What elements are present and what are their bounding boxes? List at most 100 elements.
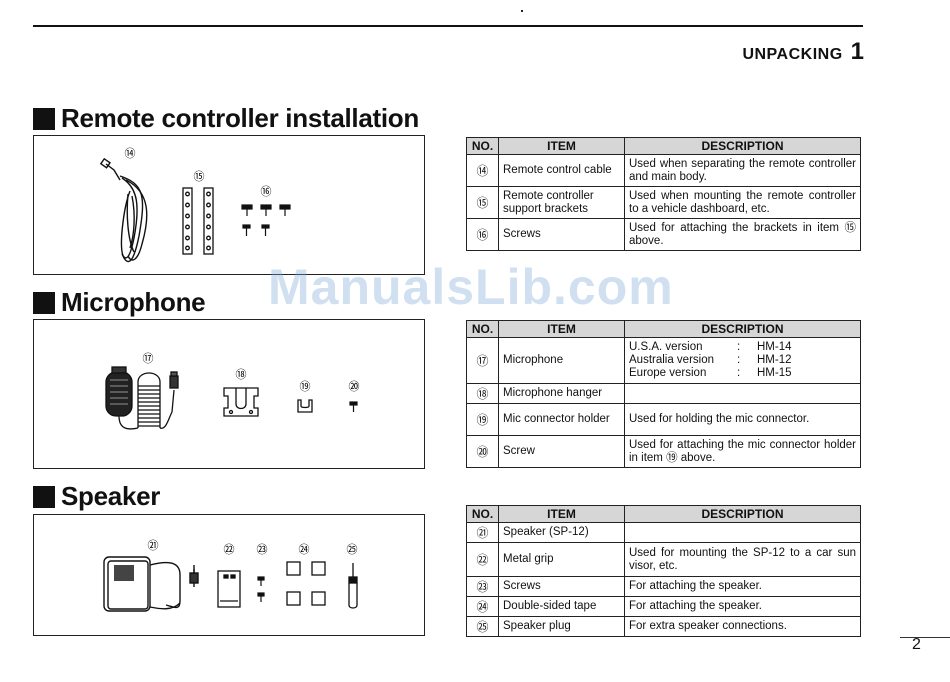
callout-14: ⑭	[125, 147, 136, 160]
table-row: ⑰ Microphone U.S.A. version : HM-14 Aust…	[466, 337, 861, 384]
table-row: ⑲ Mic connector holder Used for holding …	[466, 403, 861, 436]
version-model: HM-12	[757, 354, 792, 366]
version-label: Australia version	[629, 354, 715, 366]
row-number: ⑱	[466, 383, 499, 404]
callout-20: ⑳	[349, 380, 360, 393]
table-row: ㉓ Screws For attaching the speaker.	[466, 576, 861, 597]
row-description	[624, 383, 861, 404]
row-description: For attaching the speaker.	[624, 576, 861, 597]
row-number: ㉑	[466, 522, 499, 543]
remote-accessories-drawing: ⑭ ⑮ ⑯	[99, 147, 291, 263]
version-separator: :	[737, 367, 741, 379]
row-description: Used for holding the mic connector.	[624, 403, 861, 436]
speaker-plug-drawing	[348, 563, 358, 609]
section-bullet	[33, 485, 55, 508]
row-description: Used for attaching the brackets in item …	[624, 218, 861, 251]
table-header-row: NO. ITEM DESCRIPTION	[466, 137, 861, 155]
page-number: 2	[912, 636, 921, 653]
row-description	[624, 522, 861, 543]
table-row: ⑮ Remote controller support brackets Use…	[466, 186, 861, 219]
callout-19: ⑲	[300, 380, 311, 393]
chapter-title: UNPACKING	[742, 46, 843, 63]
section-title-speaker: Speaker	[33, 481, 160, 512]
microphone-drawing	[105, 366, 179, 430]
table-header-row: NO. ITEM DESCRIPTION	[466, 320, 861, 338]
table-remote: NO. ITEM DESCRIPTION ⑭ Remote control ca…	[466, 137, 861, 251]
speaker-drawing	[103, 556, 199, 612]
chapter-number: 1	[850, 38, 864, 65]
row-number: ⑰	[466, 337, 499, 384]
table-row: ㉔ Double-sided tape For attaching the sp…	[466, 596, 861, 617]
row-description: For extra speaker connections.	[624, 616, 861, 637]
row-description: Used for attaching the mic connector hol…	[624, 435, 861, 468]
table-row: ㉕ Speaker plug For extra speaker connect…	[466, 616, 861, 637]
section-title-text: Remote controller installation	[61, 103, 419, 133]
header-no: NO.	[466, 320, 499, 338]
row-description: Used when separating the remote controll…	[624, 154, 861, 187]
chapter-header: UNPACKING 1	[742, 38, 864, 66]
row-item: Remote control cable	[498, 154, 625, 187]
row-number: ⑭	[466, 154, 499, 187]
double-sided-tape-drawing	[286, 561, 326, 606]
version-model: HM-14	[757, 341, 792, 353]
header-item: ITEM	[498, 320, 625, 338]
row-item: Microphone	[498, 337, 625, 384]
section-title-text: Speaker	[61, 481, 161, 511]
row-number: ㉔	[466, 596, 499, 617]
version-model: HM-15	[757, 367, 792, 379]
row-item: Microphone hanger	[498, 383, 625, 404]
header-description: DESCRIPTION	[624, 505, 861, 523]
speaker-accessories-drawing: ㉑ ㉒ ㉓ ㉔ ㉕	[103, 539, 358, 612]
callout-25: ㉕	[347, 543, 358, 556]
row-item: Speaker plug	[498, 616, 625, 637]
header-description: DESCRIPTION	[624, 137, 861, 155]
row-item: Remote controller support brackets	[498, 186, 625, 219]
section-title-remote: Remote controller installation	[33, 103, 419, 134]
page-number-rule	[900, 637, 950, 638]
row-number: ⑯	[466, 218, 499, 251]
row-number: ⑳	[466, 435, 499, 468]
mic-connector-holder-drawing	[297, 399, 313, 413]
row-description: For attaching the speaker.	[624, 596, 861, 617]
table-row: ⑳ Screw Used for attaching the mic conne…	[466, 435, 861, 468]
illustration-speaker: ㉑ ㉒ ㉓ ㉔ ㉕	[33, 514, 425, 636]
section-bullet	[33, 291, 55, 314]
callout-21: ㉑	[148, 539, 159, 552]
hanger-drawing	[223, 387, 259, 417]
header-item: ITEM	[498, 505, 625, 523]
row-description: U.S.A. version : HM-14 Australia version…	[624, 337, 861, 384]
row-number: ㉒	[466, 542, 499, 577]
version-label: U.S.A. version	[629, 341, 703, 353]
section-title-microphone: Microphone	[33, 287, 206, 318]
top-dot	[521, 10, 523, 12]
row-item: Mic connector holder	[498, 403, 625, 436]
callout-16: ⑯	[261, 185, 272, 198]
callout-23: ㉓	[257, 543, 268, 556]
screw-drawing	[349, 401, 358, 412]
table-row: ⑭ Remote control cable Used when separat…	[466, 154, 861, 187]
table-row: ⑱ Microphone hanger	[466, 383, 861, 404]
version-label: Europe version	[629, 367, 707, 379]
cable-coil	[99, 157, 148, 263]
screws-set	[241, 204, 291, 236]
section-bullet	[33, 107, 55, 130]
version-list: U.S.A. version : HM-14 Australia version…	[629, 341, 856, 380]
table-row: ㉒ Metal grip Used for mounting the SP-12…	[466, 542, 861, 577]
header-item: ITEM	[498, 137, 625, 155]
row-item: Metal grip	[498, 542, 625, 577]
row-description: Used for mounting the SP-12 to a car sun…	[624, 542, 861, 577]
callout-17: ⑰	[143, 352, 154, 365]
illustration-remote: ⑭ ⑮ ⑯	[33, 135, 425, 275]
table-row: ㉑ Speaker (SP-12)	[466, 522, 861, 543]
table-speaker: NO. ITEM DESCRIPTION ㉑ Speaker (SP-12) ㉒…	[466, 505, 861, 637]
version-separator: :	[737, 341, 741, 353]
row-item: Screw	[498, 435, 625, 468]
row-item: Screws	[498, 218, 625, 251]
row-item: Screws	[498, 576, 625, 597]
metal-grip-drawing	[217, 570, 241, 608]
top-rule	[33, 25, 863, 27]
callout-24: ㉔	[299, 543, 310, 556]
row-number: ⑲	[466, 403, 499, 436]
header-no: NO.	[466, 505, 499, 523]
callout-15: ⑮	[194, 170, 205, 183]
